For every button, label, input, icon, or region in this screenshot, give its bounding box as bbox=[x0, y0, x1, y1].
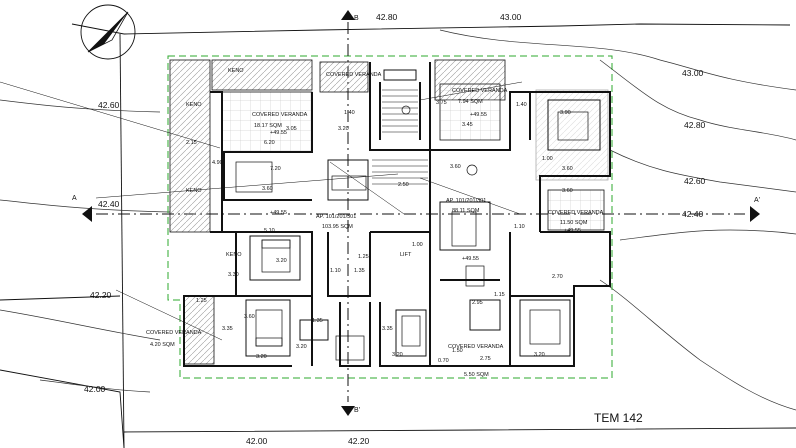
dim-18: 1.25 bbox=[196, 298, 207, 304]
plot-boundary bbox=[0, 23, 796, 448]
dim-26: 6.20 bbox=[264, 140, 275, 146]
tiled-verandas bbox=[221, 83, 605, 231]
dim-5: 3.60 bbox=[562, 166, 573, 172]
level-left-3: 42.20 bbox=[90, 290, 112, 300]
north-arrow-icon bbox=[80, 4, 136, 60]
level-labels: 42.80 43.00 43.00 42.80 42.60 42.40 42.6… bbox=[84, 12, 706, 446]
dim-36: 3.20 bbox=[296, 344, 307, 350]
elevation-1: +49.55 bbox=[270, 130, 287, 136]
elevation-4: +49.55 bbox=[462, 256, 479, 262]
dimension-labels: 1.40 3.75 1.40 3.90 3.60 3.45 7.20 2.50 … bbox=[186, 100, 573, 364]
elevation-marks: +49.55 +49.55 +49.55 +49.55 +49.55 bbox=[270, 112, 581, 262]
dim-9: 3.60 bbox=[450, 164, 461, 170]
dim-19: 1.35 bbox=[312, 318, 323, 324]
walls bbox=[183, 62, 611, 367]
interior-walls bbox=[245, 69, 601, 357]
section-a-right-label: A' bbox=[754, 197, 760, 204]
dim-23: 3.20 bbox=[534, 352, 545, 358]
drawing-title: TEM 142 bbox=[594, 411, 643, 425]
covered-veranda-l-area: 4.20 SQM bbox=[150, 342, 175, 348]
keno-label-3: KENO bbox=[186, 188, 202, 194]
dim-13: 1.10 bbox=[330, 268, 341, 274]
covered-veranda-b-label: COVERED VERANDA bbox=[448, 344, 504, 350]
dim-14: 1.25 bbox=[358, 254, 369, 260]
staircase bbox=[372, 89, 428, 185]
dim-6: 3.45 bbox=[462, 122, 473, 128]
level-left-4: 42.00 bbox=[84, 384, 106, 394]
dim-21: 3.20 bbox=[392, 352, 403, 358]
dim-38: 3.60 bbox=[262, 186, 273, 192]
dim-2: 3.75 bbox=[436, 100, 447, 106]
covered-veranda-l-label: COVERED VERANDA bbox=[146, 330, 202, 336]
dim-20: 3.20 bbox=[256, 354, 267, 360]
dim-1: 1.40 bbox=[344, 110, 355, 116]
dim-40: 1.00 bbox=[412, 242, 423, 248]
section-b-top-label: B bbox=[354, 15, 359, 22]
covered-veranda-r-area: 11.50 SQM bbox=[560, 220, 588, 226]
level-top-2: 43.00 bbox=[500, 12, 522, 22]
dim-39: 1.35 bbox=[354, 268, 365, 274]
level-bottom-1: 42.00 bbox=[246, 436, 268, 446]
apartment-right-area: 88.11 SQM bbox=[452, 208, 480, 214]
covered-veranda-tm-area: 7.94 SQM bbox=[458, 99, 483, 105]
level-right-2: 42.80 bbox=[684, 120, 706, 130]
dim-15: 2.70 bbox=[552, 274, 563, 280]
dim-3: 1.40 bbox=[516, 102, 527, 108]
level-bottom-2: 42.20 bbox=[348, 436, 370, 446]
keno-label-4: KENO bbox=[226, 252, 242, 258]
lift-label: LIFT bbox=[400, 252, 412, 258]
covered-veranda-tl-area: 18.17 SQM bbox=[254, 123, 282, 129]
apartment-right-label: AP. 101/201/301 bbox=[446, 198, 486, 204]
dim-33: 3.35 bbox=[222, 326, 233, 332]
section-b-bottom-label: B' bbox=[354, 407, 360, 414]
covered-veranda-tm-label: COVERED VERANDA bbox=[452, 88, 508, 94]
section-line-a bbox=[82, 206, 760, 222]
dim-8: 2.50 bbox=[398, 182, 409, 188]
dim-16: 2.95 bbox=[472, 300, 483, 306]
dim-32: 3.30 bbox=[228, 272, 239, 278]
dim-25: 4.90 bbox=[212, 160, 223, 166]
level-left-2: 42.40 bbox=[98, 199, 120, 209]
dim-37: 1.15 bbox=[494, 292, 505, 298]
dim-31: 1.00 bbox=[542, 156, 553, 162]
keno-label-1: KENO bbox=[228, 68, 244, 74]
dim-34: 3.35 bbox=[382, 326, 393, 332]
dim-22: 2.75 bbox=[480, 356, 491, 362]
covered-veranda-top-label: COVERED VERANDA bbox=[326, 72, 382, 78]
level-right-4: 42.40 bbox=[682, 209, 704, 219]
dim-4: 3.90 bbox=[560, 110, 571, 116]
dim-35: 1.50 bbox=[452, 348, 463, 354]
dim-30: 3.20 bbox=[338, 126, 349, 132]
level-left-1: 42.60 bbox=[98, 100, 120, 110]
dim-17: 3.60 bbox=[244, 314, 255, 320]
dim-24: 0.70 bbox=[438, 358, 449, 364]
dim-11: 1.10 bbox=[514, 224, 525, 230]
leader-lines bbox=[0, 81, 523, 341]
apartment-left-label: AP. 101/201/301 bbox=[316, 214, 356, 220]
level-right-3: 42.60 bbox=[684, 176, 706, 186]
room-labels: KENO KENO KENO KENO COVERED VERANDA COVE… bbox=[146, 68, 604, 378]
level-right-1: 43.00 bbox=[682, 68, 704, 78]
dim-7: 7.20 bbox=[270, 166, 281, 172]
elevation-2: +49.55 bbox=[470, 112, 487, 118]
dim-10: 3.60 bbox=[562, 188, 573, 194]
elevation-5: +49.55 bbox=[564, 228, 581, 234]
bottom-area-label: 5.50 SQM bbox=[464, 372, 489, 378]
apartment-left-area: 103.95 SQM bbox=[322, 224, 353, 230]
elevation-3: +49.55 bbox=[270, 210, 287, 216]
keno-label-2: KENO bbox=[186, 102, 202, 108]
dim-27: 5.10 bbox=[264, 228, 275, 234]
section-line-b bbox=[341, 10, 355, 416]
section-a-left-label: A bbox=[72, 195, 77, 202]
covered-veranda-r-label: COVERED VERANDA bbox=[548, 210, 604, 216]
dim-12: 3.20 bbox=[276, 258, 287, 264]
level-top-1: 42.80 bbox=[376, 12, 398, 22]
contour-lines bbox=[0, 29, 796, 411]
furniture bbox=[235, 105, 589, 361]
dim-29: 3.05 bbox=[286, 126, 297, 132]
dim-28: 2.15 bbox=[186, 140, 197, 146]
covered-veranda-tl-label: COVERED VERANDA bbox=[252, 112, 308, 118]
building-setback-line bbox=[167, 55, 613, 379]
